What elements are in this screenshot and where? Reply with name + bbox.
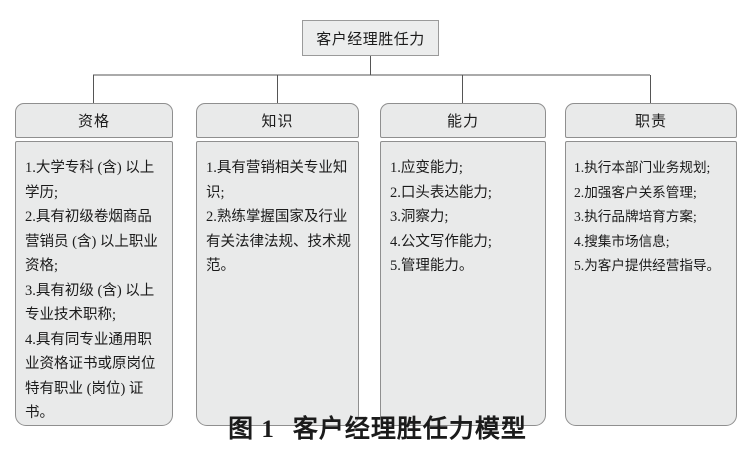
branch-body-responsibility: 1.执行本部门业务规划; 2.加强客户关系管理; 3.执行品牌培育方案; 4.搜… bbox=[565, 141, 737, 426]
branch-column-responsibility: 职责 1.执行本部门业务规划; 2.加强客户关系管理; 3.执行品牌培育方案; … bbox=[565, 103, 737, 426]
branch-header-knowledge: 知识 bbox=[196, 103, 359, 138]
branch-items-ability: 1.应变能力; 2.口头表达能力; 3.洞察力; 4.公文写作能力; 5.管理能… bbox=[390, 160, 492, 274]
root-node-label: 客户经理胜任力 bbox=[316, 31, 425, 48]
branch-column-knowledge: 知识 1.具有营销相关专业知识; 2.熟练掌握国家及行业有关法律法规、技术规范。 bbox=[196, 103, 359, 426]
branch-body-knowledge: 1.具有营销相关专业知识; 2.熟练掌握国家及行业有关法律法规、技术规范。 bbox=[196, 141, 359, 426]
branch-items-qualification: 1.大学专科 (含) 以上学历; 2.具有初级卷烟商品营销员 (含) 以上职业资… bbox=[25, 160, 158, 421]
figure-caption-number: 图 1 bbox=[228, 416, 275, 443]
branch-title-responsibility: 职责 bbox=[634, 114, 667, 130]
branch-items-responsibility: 1.执行本部门业务规划; 2.加强客户关系管理; 3.执行品牌培育方案; 4.搜… bbox=[574, 160, 721, 273]
branch-header-qualification: 资格 bbox=[15, 103, 173, 138]
branch-items-knowledge: 1.具有营销相关专业知识; 2.熟练掌握国家及行业有关法律法规、技术规范。 bbox=[206, 160, 351, 274]
figure-caption: 图 1 客户经理胜任力模型 bbox=[0, 409, 755, 445]
branch-title-knowledge: 知识 bbox=[261, 114, 294, 130]
figure-caption-text: 客户经理胜任力模型 bbox=[292, 416, 527, 443]
branch-body-ability: 1.应变能力; 2.口头表达能力; 3.洞察力; 4.公文写作能力; 5.管理能… bbox=[380, 141, 546, 426]
branch-column-qualification: 资格 1.大学专科 (含) 以上学历; 2.具有初级卷烟商品营销员 (含) 以上… bbox=[15, 103, 173, 426]
branch-body-qualification: 1.大学专科 (含) 以上学历; 2.具有初级卷烟商品营销员 (含) 以上职业资… bbox=[15, 141, 173, 426]
branch-header-responsibility: 职责 bbox=[565, 103, 737, 138]
branch-column-ability: 能力 1.应变能力; 2.口头表达能力; 3.洞察力; 4.公文写作能力; 5.… bbox=[380, 103, 546, 426]
branch-header-ability: 能力 bbox=[380, 103, 546, 138]
branch-title-ability: 能力 bbox=[446, 114, 479, 130]
branch-title-qualification: 资格 bbox=[77, 114, 110, 130]
root-node-competency: 客户经理胜任力 bbox=[302, 20, 439, 56]
